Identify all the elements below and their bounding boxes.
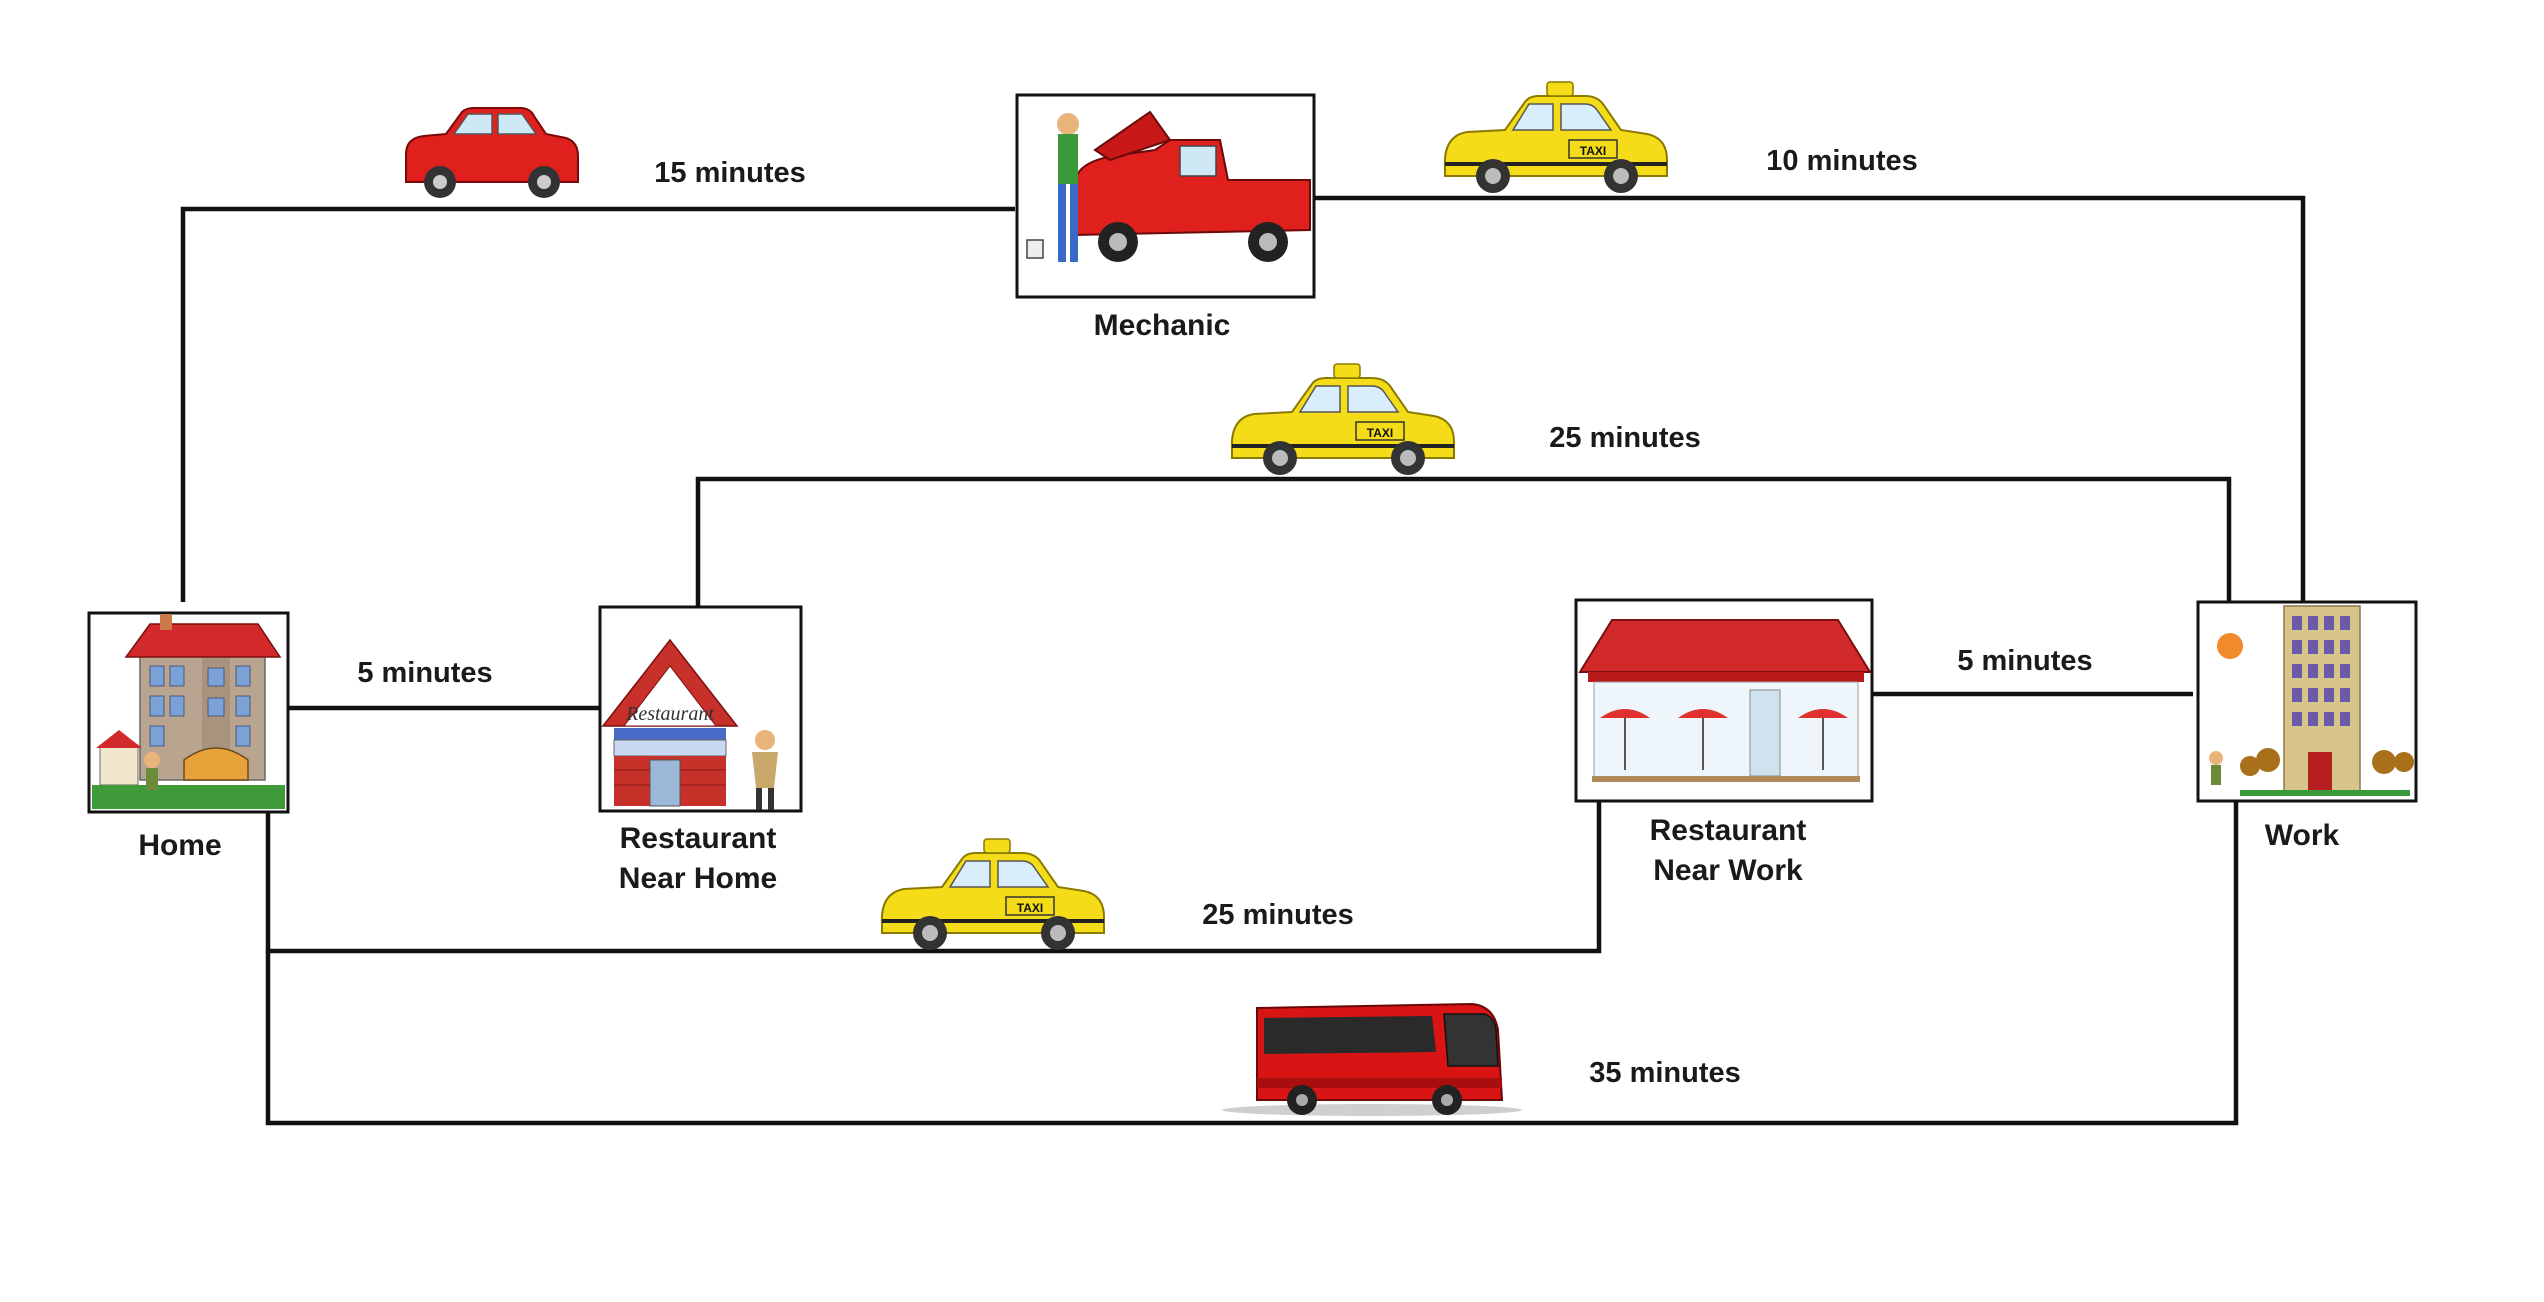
bus-icon: [1222, 1002, 1522, 1116]
home-node[interactable]: Home: [87, 611, 290, 862]
taxi-icon: [1230, 363, 1455, 476]
restaurant-near-work-label-line2: Near Work: [1653, 854, 1803, 887]
restaurant-near-home-label-line2: Near Home: [619, 862, 777, 895]
road-restaurant-near-home-work: [695, 476, 2232, 607]
taxi-icon: [1443, 81, 1668, 194]
car-icon: [405, 107, 579, 199]
restaurant-near-work-label-line1: Restaurant: [1650, 814, 1807, 847]
mechanic-node[interactable]: Mechanic: [1015, 93, 1316, 342]
time-home-restaurant-near-home: 5 minutes: [357, 657, 492, 689]
road-mechanic-work: [1313, 195, 2306, 602]
time-home-mechanic: 15 minutes: [654, 157, 806, 189]
road-home-restaurant-near-work: [265, 801, 1602, 954]
restaurant-near-home-label-line1: Restaurant: [620, 822, 777, 855]
mechanic-truck-icon: [1026, 110, 1311, 262]
taxi-icon: [880, 838, 1105, 951]
time-restaurant-near-home-work: 25 minutes: [1549, 422, 1701, 454]
time-restaurant-near-work-work: 5 minutes: [1957, 645, 2092, 677]
road-home-mechanic: [180, 206, 1015, 602]
house-icon: [92, 614, 285, 809]
mechanic-label: Mechanic: [1094, 309, 1231, 342]
restaurant-near-work-node[interactable]: Restaurant Near Work: [1574, 598, 1874, 887]
office-building-icon: [2209, 605, 2414, 796]
work-label: Work: [2265, 819, 2340, 852]
time-home-restaurant-near-work: 25 minutes: [1202, 899, 1354, 931]
home-label: Home: [138, 829, 221, 862]
time-home-work-bus: 35 minutes: [1589, 1057, 1741, 1089]
work-node[interactable]: Work: [2196, 600, 2418, 852]
restaurant-near-home-node[interactable]: Restaurant Restaurant Near Home: [598, 605, 803, 895]
cafe-icon: [1578, 619, 1872, 782]
restaurant-icon: Restaurant: [601, 638, 778, 810]
roads: [180, 195, 2306, 1126]
road-home-work-bus: [265, 799, 2239, 1126]
restaurant-sign: Restaurant: [625, 703, 714, 725]
time-mechanic-work: 10 minutes: [1766, 145, 1918, 177]
